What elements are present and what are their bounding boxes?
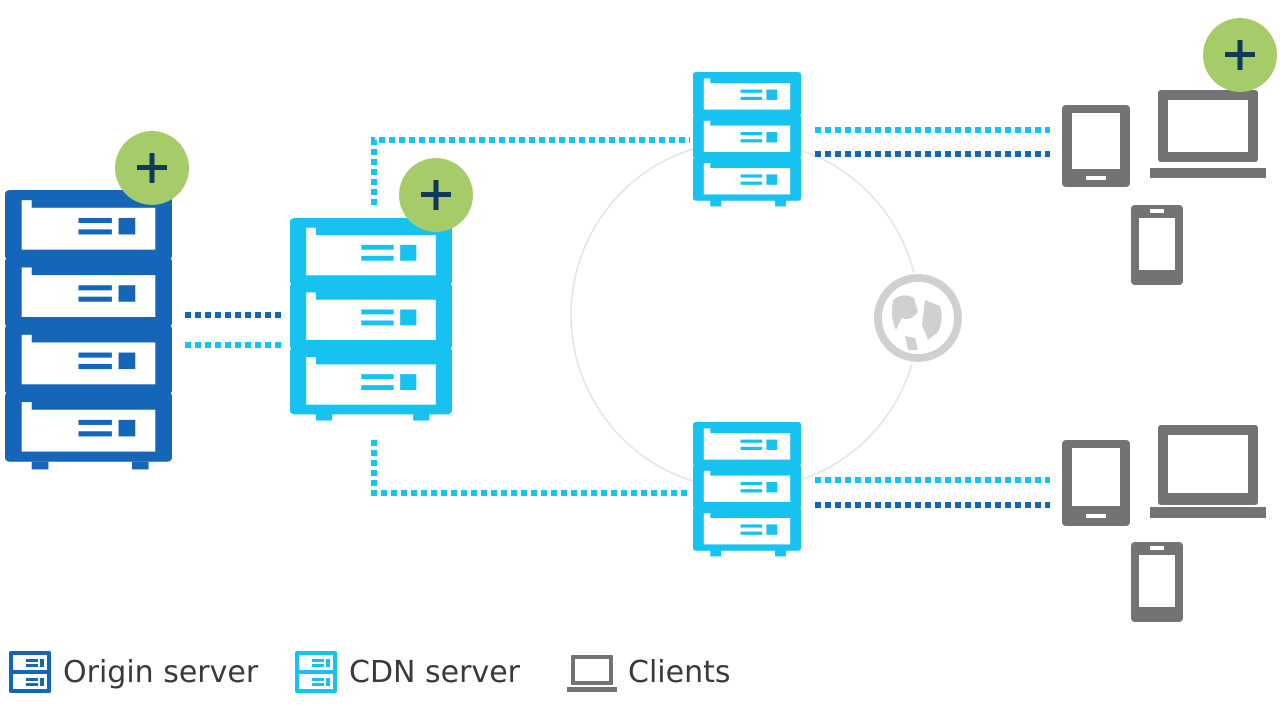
legend-clients: Clients [566,642,730,702]
phone-icon [1131,205,1183,285]
cdn-server-top-icon [693,72,801,207]
clients-bottom-group [1062,425,1266,622]
phone-icon [1131,542,1183,622]
tablet-icon [1062,105,1130,187]
cdn-server-main-icon [290,218,452,421]
legend-cdn-label: CDN server [349,654,520,690]
connector-lines [185,127,1050,508]
plus-badge-icon [1203,18,1277,92]
tablet-icon [1062,440,1130,526]
legend-clients-label: Clients [628,654,731,690]
cdn-server-bottom-icon [693,422,801,557]
laptop-legend-icon [567,655,617,692]
plus-badge-icon [115,131,189,205]
cdn-server-legend-icon [295,651,337,693]
legend-origin-label: Origin server [63,654,259,690]
plus-badge-icon [399,158,473,232]
laptop-icon [1150,425,1266,518]
origin-server-legend-icon [9,651,51,693]
clients-top-group [1062,90,1266,285]
laptop-icon [1150,90,1266,178]
legend-cdn: CDN server [293,642,520,702]
globe-icon [872,272,964,364]
origin-server-icon [5,190,172,470]
legend-origin: Origin server [7,642,258,702]
